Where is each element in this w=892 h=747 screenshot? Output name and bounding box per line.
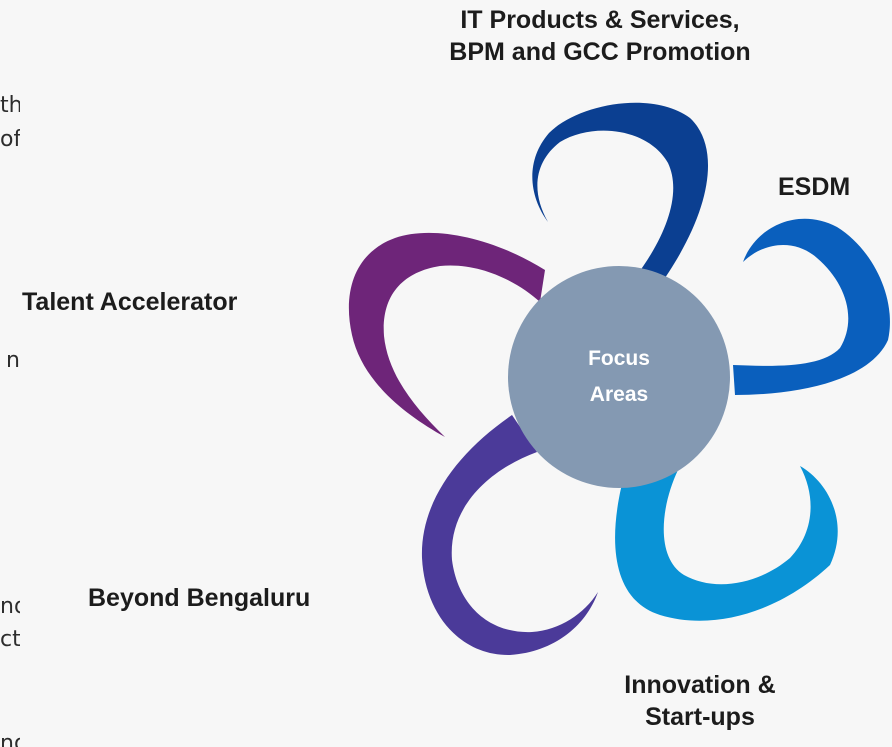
label-it-products-line1: IT Products & Services, — [460, 6, 740, 34]
label-innovation-line2: Start-ups — [645, 703, 755, 731]
label-talent-text: Talent Accelerator — [22, 288, 238, 316]
petal-esdm — [733, 218, 890, 395]
clipped-text-fragment: of — [0, 127, 20, 152]
focus-areas-hub — [508, 266, 730, 488]
clipped-text-fragment: th — [0, 93, 20, 118]
clipped-text-fragment: n — [6, 348, 20, 373]
label-esdm: ESDM — [778, 171, 850, 203]
hub-label-line1: Focus — [588, 347, 650, 370]
label-it-products: IT Products & Services, BPM and GCC Prom… — [368, 4, 832, 68]
label-esdm-text: ESDM — [778, 173, 851, 201]
hub-label-line2: Areas — [590, 383, 648, 406]
label-innovation-line1: Innovation & — [624, 671, 776, 699]
label-beyond-bengaluru: Beyond Bengaluru — [88, 582, 310, 614]
clipped-text-fragment: nd — [0, 594, 20, 619]
petal-innovation — [615, 465, 838, 621]
petal-it-products — [532, 102, 709, 296]
label-beyond-text: Beyond Bengaluru — [88, 584, 311, 612]
label-it-products-line2: BPM and GCC Promotion — [449, 38, 751, 66]
label-innovation: Innovation & Start-ups — [560, 669, 840, 733]
label-talent-accelerator: Talent Accelerator — [22, 286, 237, 318]
petal-talent-accelerator — [348, 232, 545, 437]
clipped-text-fragment: ct) — [0, 627, 20, 652]
petal-beyond-bengaluru — [421, 415, 598, 656]
clipped-text-fragment: ng — [0, 731, 20, 747]
